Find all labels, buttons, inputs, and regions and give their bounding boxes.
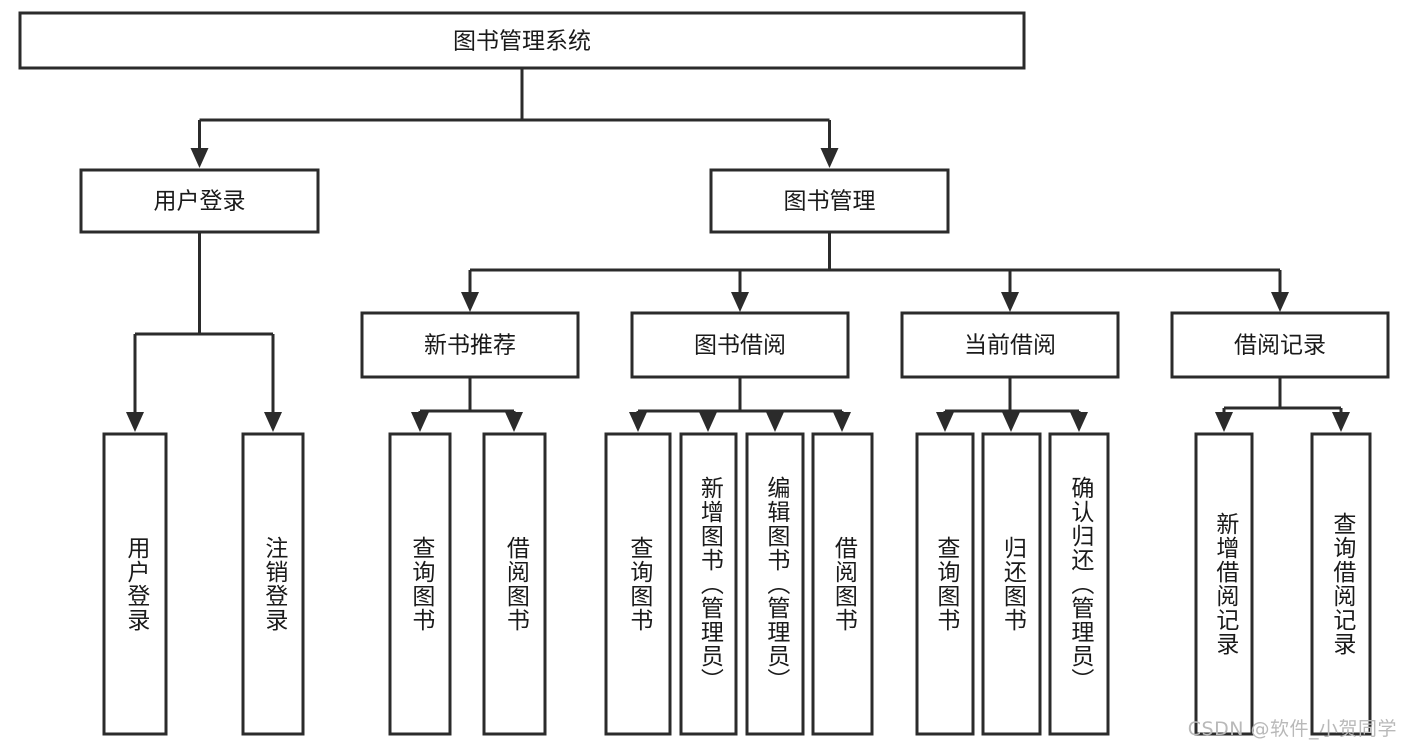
arrow-head-leaf-user-login xyxy=(126,412,144,432)
connector-group-borrow-record xyxy=(1215,377,1350,432)
node-leaf-query-book-1-box[interactable] xyxy=(388,432,452,736)
node-leaf-borrow-book-2-box[interactable] xyxy=(811,432,874,736)
node-current-borrow[interactable]: 当前借阅 xyxy=(900,311,1120,379)
node-new-book-rec-label: 新书推荐 xyxy=(424,333,516,359)
node-current-borrow-label: 当前借阅 xyxy=(964,333,1056,359)
arrow-head-current-borrow xyxy=(1001,292,1019,312)
node-leaf-edit-book-box[interactable] xyxy=(745,432,805,736)
node-book-manage-label: 图书管理 xyxy=(784,189,876,215)
node-leaf-user-login-box[interactable] xyxy=(102,432,168,736)
arrow-head-borrow-record xyxy=(1271,292,1289,312)
arrow-head-leaf-borrow-book-2 xyxy=(833,412,851,432)
node-book-borrow-box[interactable] xyxy=(630,311,850,379)
arrow-head-new-book-rec xyxy=(461,292,479,312)
arrow-head-leaf-query-record xyxy=(1332,412,1350,432)
arrow-head-leaf-query-book-1 xyxy=(411,412,429,432)
node-new-book-rec[interactable]: 新书推荐 xyxy=(360,311,580,379)
node-book-borrow-label: 图书借阅 xyxy=(694,333,786,359)
node-borrow-record[interactable]: 借阅记录 xyxy=(1170,311,1390,379)
arrow-head-leaf-add-record xyxy=(1215,412,1233,432)
node-leaf-borrow-book-1-box[interactable] xyxy=(482,432,547,736)
node-leaf-return-book-box[interactable] xyxy=(981,432,1042,736)
connector-group-new-book-rec xyxy=(411,377,523,432)
connector-group-user-login xyxy=(126,232,282,432)
arrow-head-leaf-return-book xyxy=(1002,412,1020,432)
node-user-login[interactable]: 用户登录 xyxy=(79,168,320,234)
node-book-manage-box[interactable] xyxy=(709,168,950,234)
node-user-login-box[interactable] xyxy=(79,168,320,234)
node-new-book-rec-box[interactable] xyxy=(360,311,580,379)
node-user-login-label: 用户登录 xyxy=(154,189,246,215)
node-current-borrow-box[interactable] xyxy=(900,311,1120,379)
arrow-head-leaf-query-book-3 xyxy=(936,412,954,432)
node-leaf-add-book-box[interactable] xyxy=(679,432,738,736)
arrow-head-leaf-borrow-book-1 xyxy=(505,412,523,432)
arrow-head-book-manage xyxy=(820,148,839,168)
node-borrow-record-box[interactable] xyxy=(1170,311,1390,379)
arrow-head-user-login xyxy=(190,148,209,168)
arrow-head-leaf-confirm-return xyxy=(1070,412,1088,432)
node-leaf-confirm-return-box[interactable] xyxy=(1048,432,1110,736)
connector-group-current-borrow xyxy=(936,377,1088,432)
node-leaf-user-logout-box[interactable] xyxy=(241,432,305,736)
node-leaf-query-book-2-box[interactable] xyxy=(604,432,672,736)
node-book-borrow[interactable]: 图书借阅 xyxy=(630,311,850,379)
connector-group-book-borrow xyxy=(629,377,851,432)
leaf-boxes xyxy=(102,432,1372,736)
connector-group-root xyxy=(190,68,839,168)
watermark-text: CSDN @软件_小贺同学 xyxy=(1187,718,1397,740)
node-leaf-query-book-3-box[interactable] xyxy=(915,432,975,736)
arrow-head-book-borrow xyxy=(731,292,749,312)
node-root-box[interactable] xyxy=(18,11,1026,70)
arrow-head-leaf-add-book xyxy=(699,412,717,432)
node-leaf-query-record-box[interactable] xyxy=(1310,432,1372,736)
node-root[interactable]: 图书管理系统 xyxy=(18,11,1026,70)
node-book-manage[interactable]: 图书管理 xyxy=(709,168,950,234)
arrow-head-leaf-user-logout xyxy=(264,412,282,432)
node-borrow-record-label: 借阅记录 xyxy=(1234,333,1326,359)
connector-group-book-manage xyxy=(461,232,1289,312)
arrow-head-leaf-query-book-2 xyxy=(629,412,647,432)
node-leaf-add-record-box[interactable] xyxy=(1194,432,1254,736)
node-root-label: 图书管理系统 xyxy=(453,29,591,55)
arrow-head-leaf-edit-book xyxy=(766,412,784,432)
